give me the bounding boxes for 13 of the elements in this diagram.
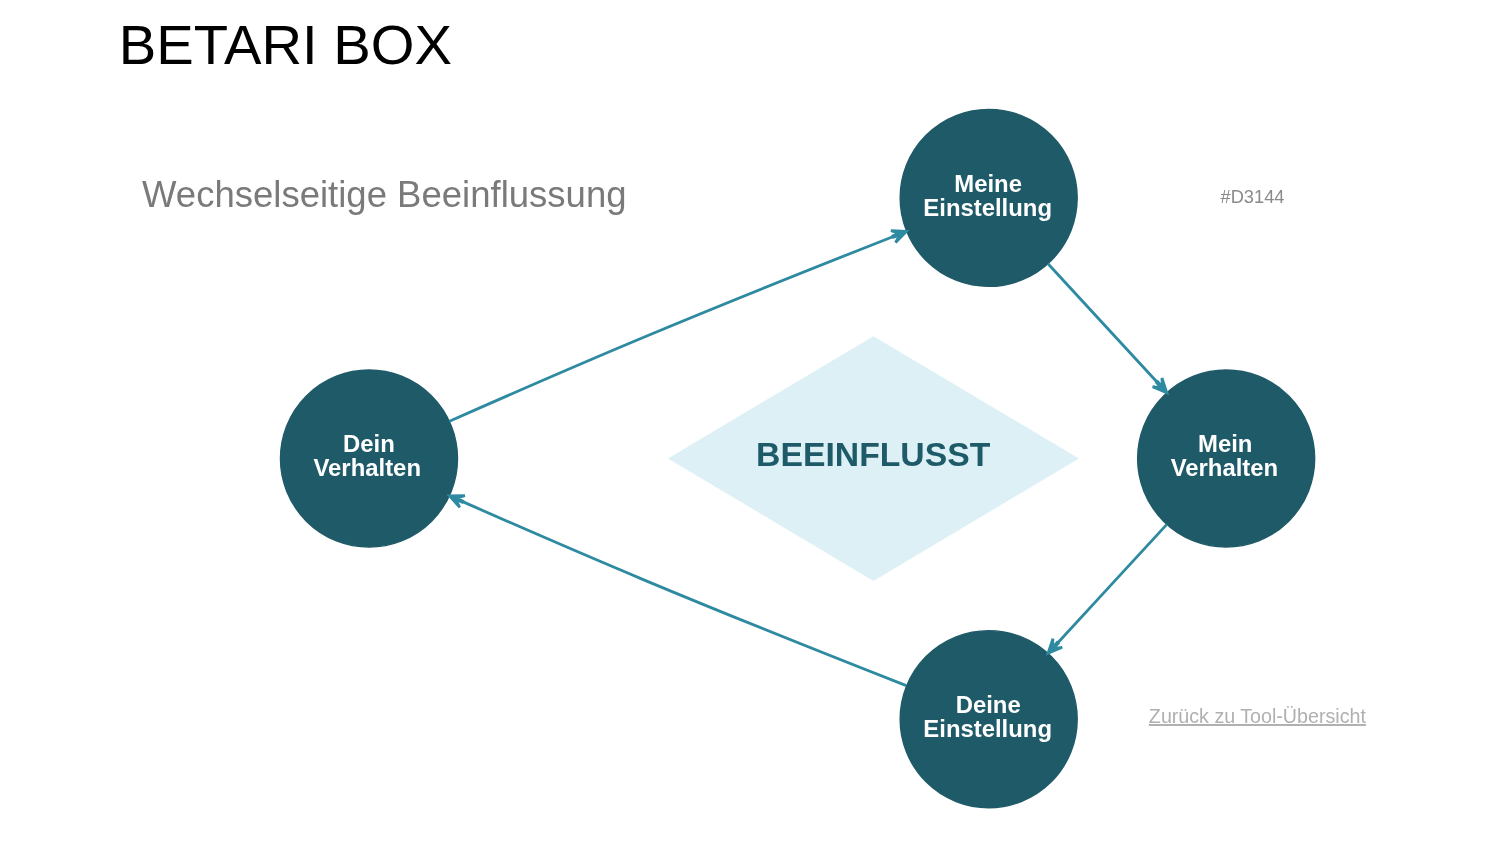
arrow <box>447 494 907 687</box>
arrow <box>448 229 908 423</box>
label: Zurück zu Tool-Übersicht <box>1148 704 1366 727</box>
arrow <box>1046 523 1168 655</box>
node-circle: Dein Verhalten <box>279 369 458 548</box>
diagram-title: BETARI BOX <box>118 13 452 77</box>
node-diamond: BEEINFLUSST <box>667 336 1079 581</box>
label: Wechselseitige Beeinflussung <box>141 173 627 215</box>
node-circle: Deine Einstellung <box>898 629 1078 809</box>
label: #D3144 <box>1220 185 1284 207</box>
node-circle: Meine Einstellung <box>898 108 1078 288</box>
arrow <box>1046 262 1168 395</box>
node-circle: Mein Verhalten <box>1136 369 1315 548</box>
